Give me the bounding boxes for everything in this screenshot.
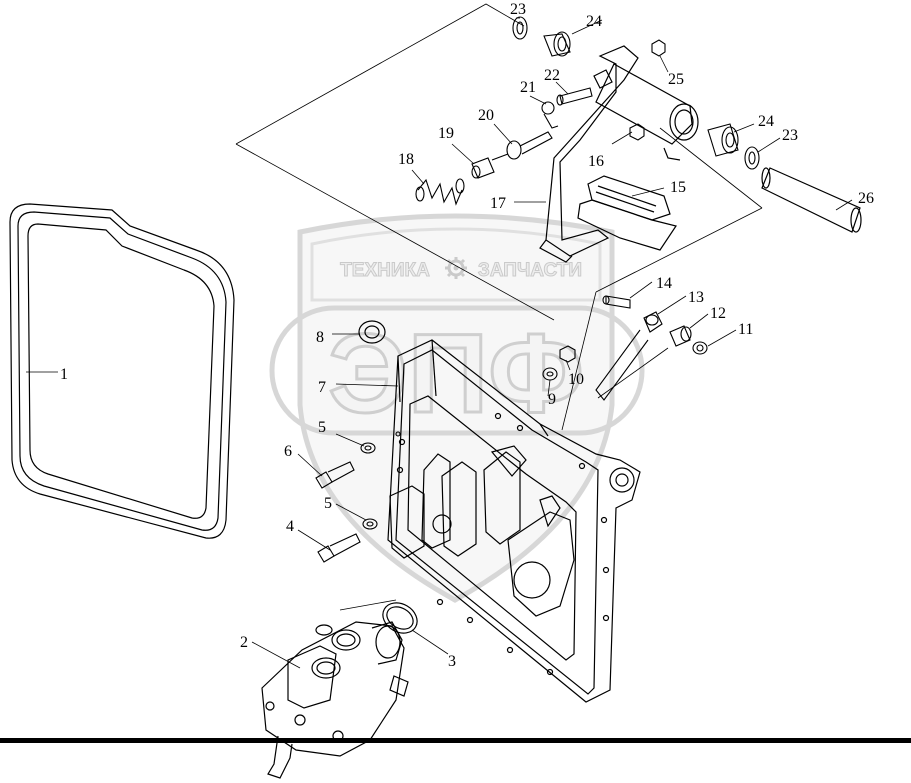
leader-lines [26,17,853,669]
callout-24b: 24 [758,113,774,130]
part-24-bushing-left [543,31,571,57]
watermark-text-left: ТЕХНИКА [340,260,430,281]
callout-24a: 24 [586,13,602,30]
part-6-bolt [315,461,355,489]
callout-23a: 23 [510,1,526,18]
part-shaft-housing [595,63,699,161]
part-23-ring-right [744,146,760,170]
part-8-ring [358,320,386,344]
callout-17: 17 [490,195,506,212]
part-15-pedal-pad [577,175,677,251]
callout-4: 4 [286,518,294,535]
callout-15: 15 [670,179,686,196]
callout-22: 22 [544,67,560,84]
callout-5a: 5 [318,419,326,436]
part-21-pin [541,101,559,129]
callout-11: 11 [738,321,753,338]
part-26-shaft [761,167,862,233]
callout-10: 10 [568,371,584,388]
callout-14: 14 [656,275,672,292]
callout-18: 18 [398,151,414,168]
callout-19: 19 [438,125,454,142]
part-17-pedal-lever [539,45,639,263]
part-18-spring [415,178,465,206]
part-24-bushing-right [707,123,739,157]
part-10-nut [559,345,576,363]
callout-21: 21 [520,79,536,96]
callout-6: 6 [284,443,292,460]
construction-lines [235,3,763,431]
callout-23b: 23 [782,127,798,144]
callout-12: 12 [710,305,726,322]
callout-3: 3 [448,653,456,670]
watermark-logo: ЭПФ [328,311,584,436]
part-11-clip [692,341,708,355]
part-13-fork [595,311,663,401]
callout-26: 26 [858,190,874,207]
part-19-cup [471,157,495,179]
callout-8: 8 [316,329,324,346]
part-12-bushing [669,325,692,347]
part-23-ring-left [512,16,528,40]
watermark-text-right: ЗАПЧАСТИ [478,260,582,281]
callout-7: 7 [318,379,326,396]
gear-icon [445,257,467,279]
callout-13: 13 [688,289,704,306]
callout-9: 9 [548,391,556,408]
part-1-gasket [9,203,235,539]
callout-25: 25 [668,71,684,88]
part-14-pin [602,295,631,309]
part-4-bolt [317,533,361,563]
callouts: 1 2 3 4 5 5 6 7 8 9 10 11 12 13 14 15 16… [60,1,874,670]
callout-1: 1 [60,366,68,383]
watermark: ТЕХНИКА ЗАПЧАСТИ ЭПФ [269,213,645,603]
part-20-rod [491,131,553,161]
callout-16: 16 [588,153,604,170]
part-3-oring [382,602,418,634]
part-16-nut [629,123,645,141]
callout-2: 2 [240,634,248,651]
part-5-washers [360,431,401,530]
part-2-cylinder [261,621,409,779]
watermark-ellipse-band [269,305,645,436]
callout-5b: 5 [324,495,332,512]
watermark-shield-inner [310,227,602,302]
part-7-housing [387,339,641,703]
part-25-nut [651,39,666,57]
callout-20: 20 [478,107,494,124]
bottom-rule [0,738,911,743]
part-22-bolt [556,87,593,106]
